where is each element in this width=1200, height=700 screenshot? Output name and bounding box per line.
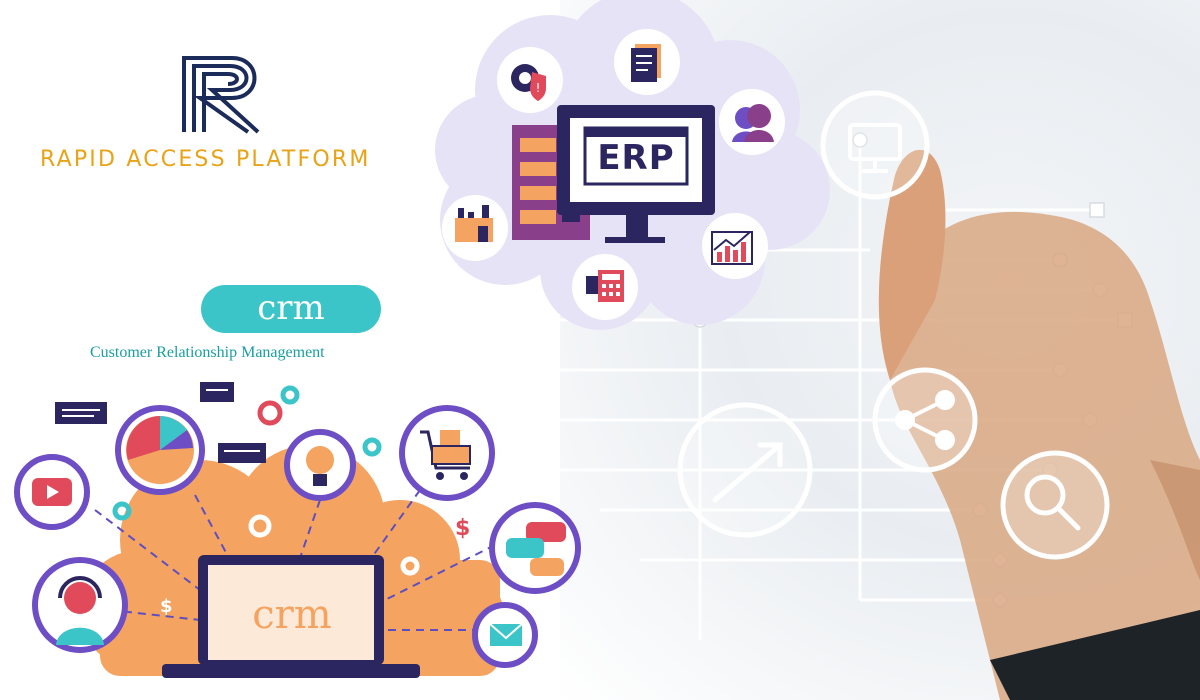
crm-badge: crm bbox=[201, 285, 381, 333]
crm-subtitle: Customer Relationship Management bbox=[90, 344, 325, 361]
dollar-icon: $ bbox=[455, 516, 470, 541]
lightbulb-icon bbox=[306, 446, 334, 486]
share-icon bbox=[895, 390, 955, 450]
brand-name: RAPID ACCESS PLATFORM bbox=[40, 147, 371, 172]
monitor-icon bbox=[557, 105, 715, 243]
support-agent-icon bbox=[56, 576, 104, 645]
gear-icon bbox=[280, 385, 300, 405]
search-circle bbox=[1000, 450, 1110, 560]
gear-icon bbox=[362, 437, 382, 457]
monitor-circle-icon bbox=[848, 123, 902, 173]
magnifier-icon bbox=[1024, 474, 1081, 531]
monitor-circle bbox=[820, 90, 930, 200]
calculator-icon bbox=[586, 270, 624, 302]
pie-chart-icon bbox=[126, 416, 194, 484]
rap-monogram-logo bbox=[182, 56, 260, 134]
people-icon bbox=[732, 104, 774, 142]
note-tag bbox=[55, 402, 107, 424]
note-tag bbox=[218, 443, 266, 463]
factory-icon bbox=[455, 205, 493, 242]
video-play-icon bbox=[32, 478, 72, 506]
gear-icon bbox=[257, 400, 283, 426]
mail-icon bbox=[489, 623, 523, 646]
svg-text:!: ! bbox=[536, 81, 541, 95]
gear-icon bbox=[112, 501, 132, 521]
laptop-icon bbox=[162, 555, 420, 678]
gear-icon bbox=[400, 556, 420, 576]
chat-bubbles-icon bbox=[506, 522, 566, 576]
laptop-screen-label: crm bbox=[252, 592, 332, 638]
gear-icon bbox=[248, 514, 272, 538]
document-icon bbox=[631, 44, 661, 82]
trend-arrow-icon bbox=[712, 442, 783, 503]
dollar-icon: $ bbox=[160, 596, 173, 617]
note-tag bbox=[200, 382, 234, 402]
bar-chart-icon bbox=[711, 231, 753, 265]
shopping-cart-icon bbox=[420, 430, 471, 480]
erp-label: ERP bbox=[597, 138, 675, 178]
trend-circle bbox=[677, 402, 813, 538]
settings-shield-icon: ! bbox=[511, 64, 546, 101]
